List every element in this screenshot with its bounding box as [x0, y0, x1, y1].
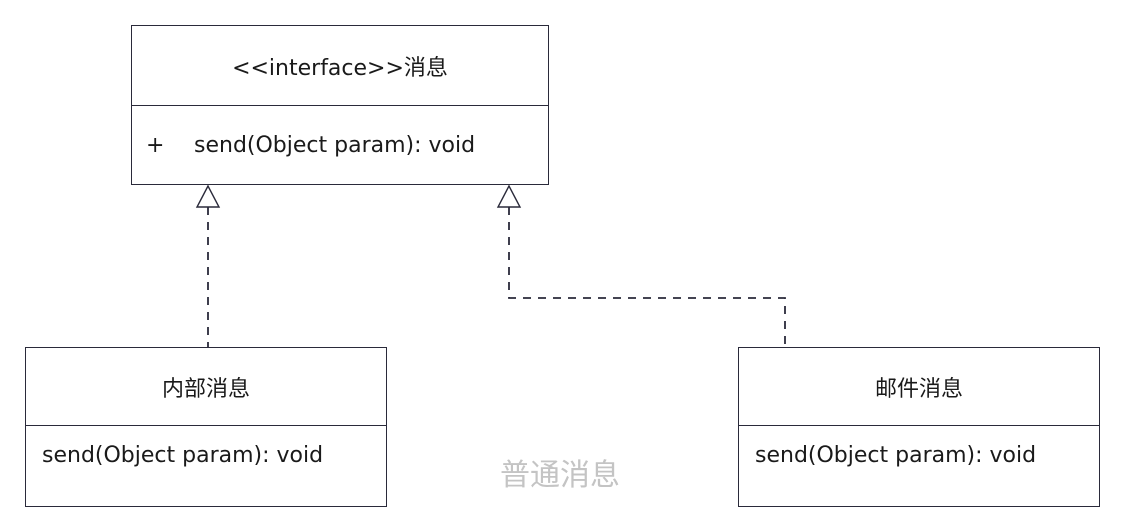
internal-message-method: send(Object param): void	[42, 442, 324, 468]
mail-message-method: send(Object param): void	[755, 442, 1037, 468]
internal-message-title: 内部消息	[26, 348, 386, 426]
interface-method-row: + send(Object param): void	[132, 106, 548, 184]
ordinary-message-label: 普通消息	[500, 458, 620, 493]
realization-line-mail	[508, 207, 786, 347]
realization-arrowhead-internal	[195, 184, 221, 208]
interface-method: send(Object param): void	[194, 132, 476, 158]
interface-class-box[interactable]: <<interface>>消息 + send(Object param): vo…	[131, 25, 549, 185]
realization-connectors	[195, 184, 786, 347]
mail-message-title: 邮件消息	[739, 348, 1099, 426]
realization-arrowhead-mail	[496, 184, 522, 208]
visibility-marker: +	[146, 132, 165, 158]
interface-title: <<interface>>消息	[132, 26, 548, 106]
mail-message-class-box[interactable]: 邮件消息 send(Object param): void	[738, 347, 1100, 507]
internal-message-class-box[interactable]: 内部消息 send(Object param): void	[25, 347, 387, 507]
